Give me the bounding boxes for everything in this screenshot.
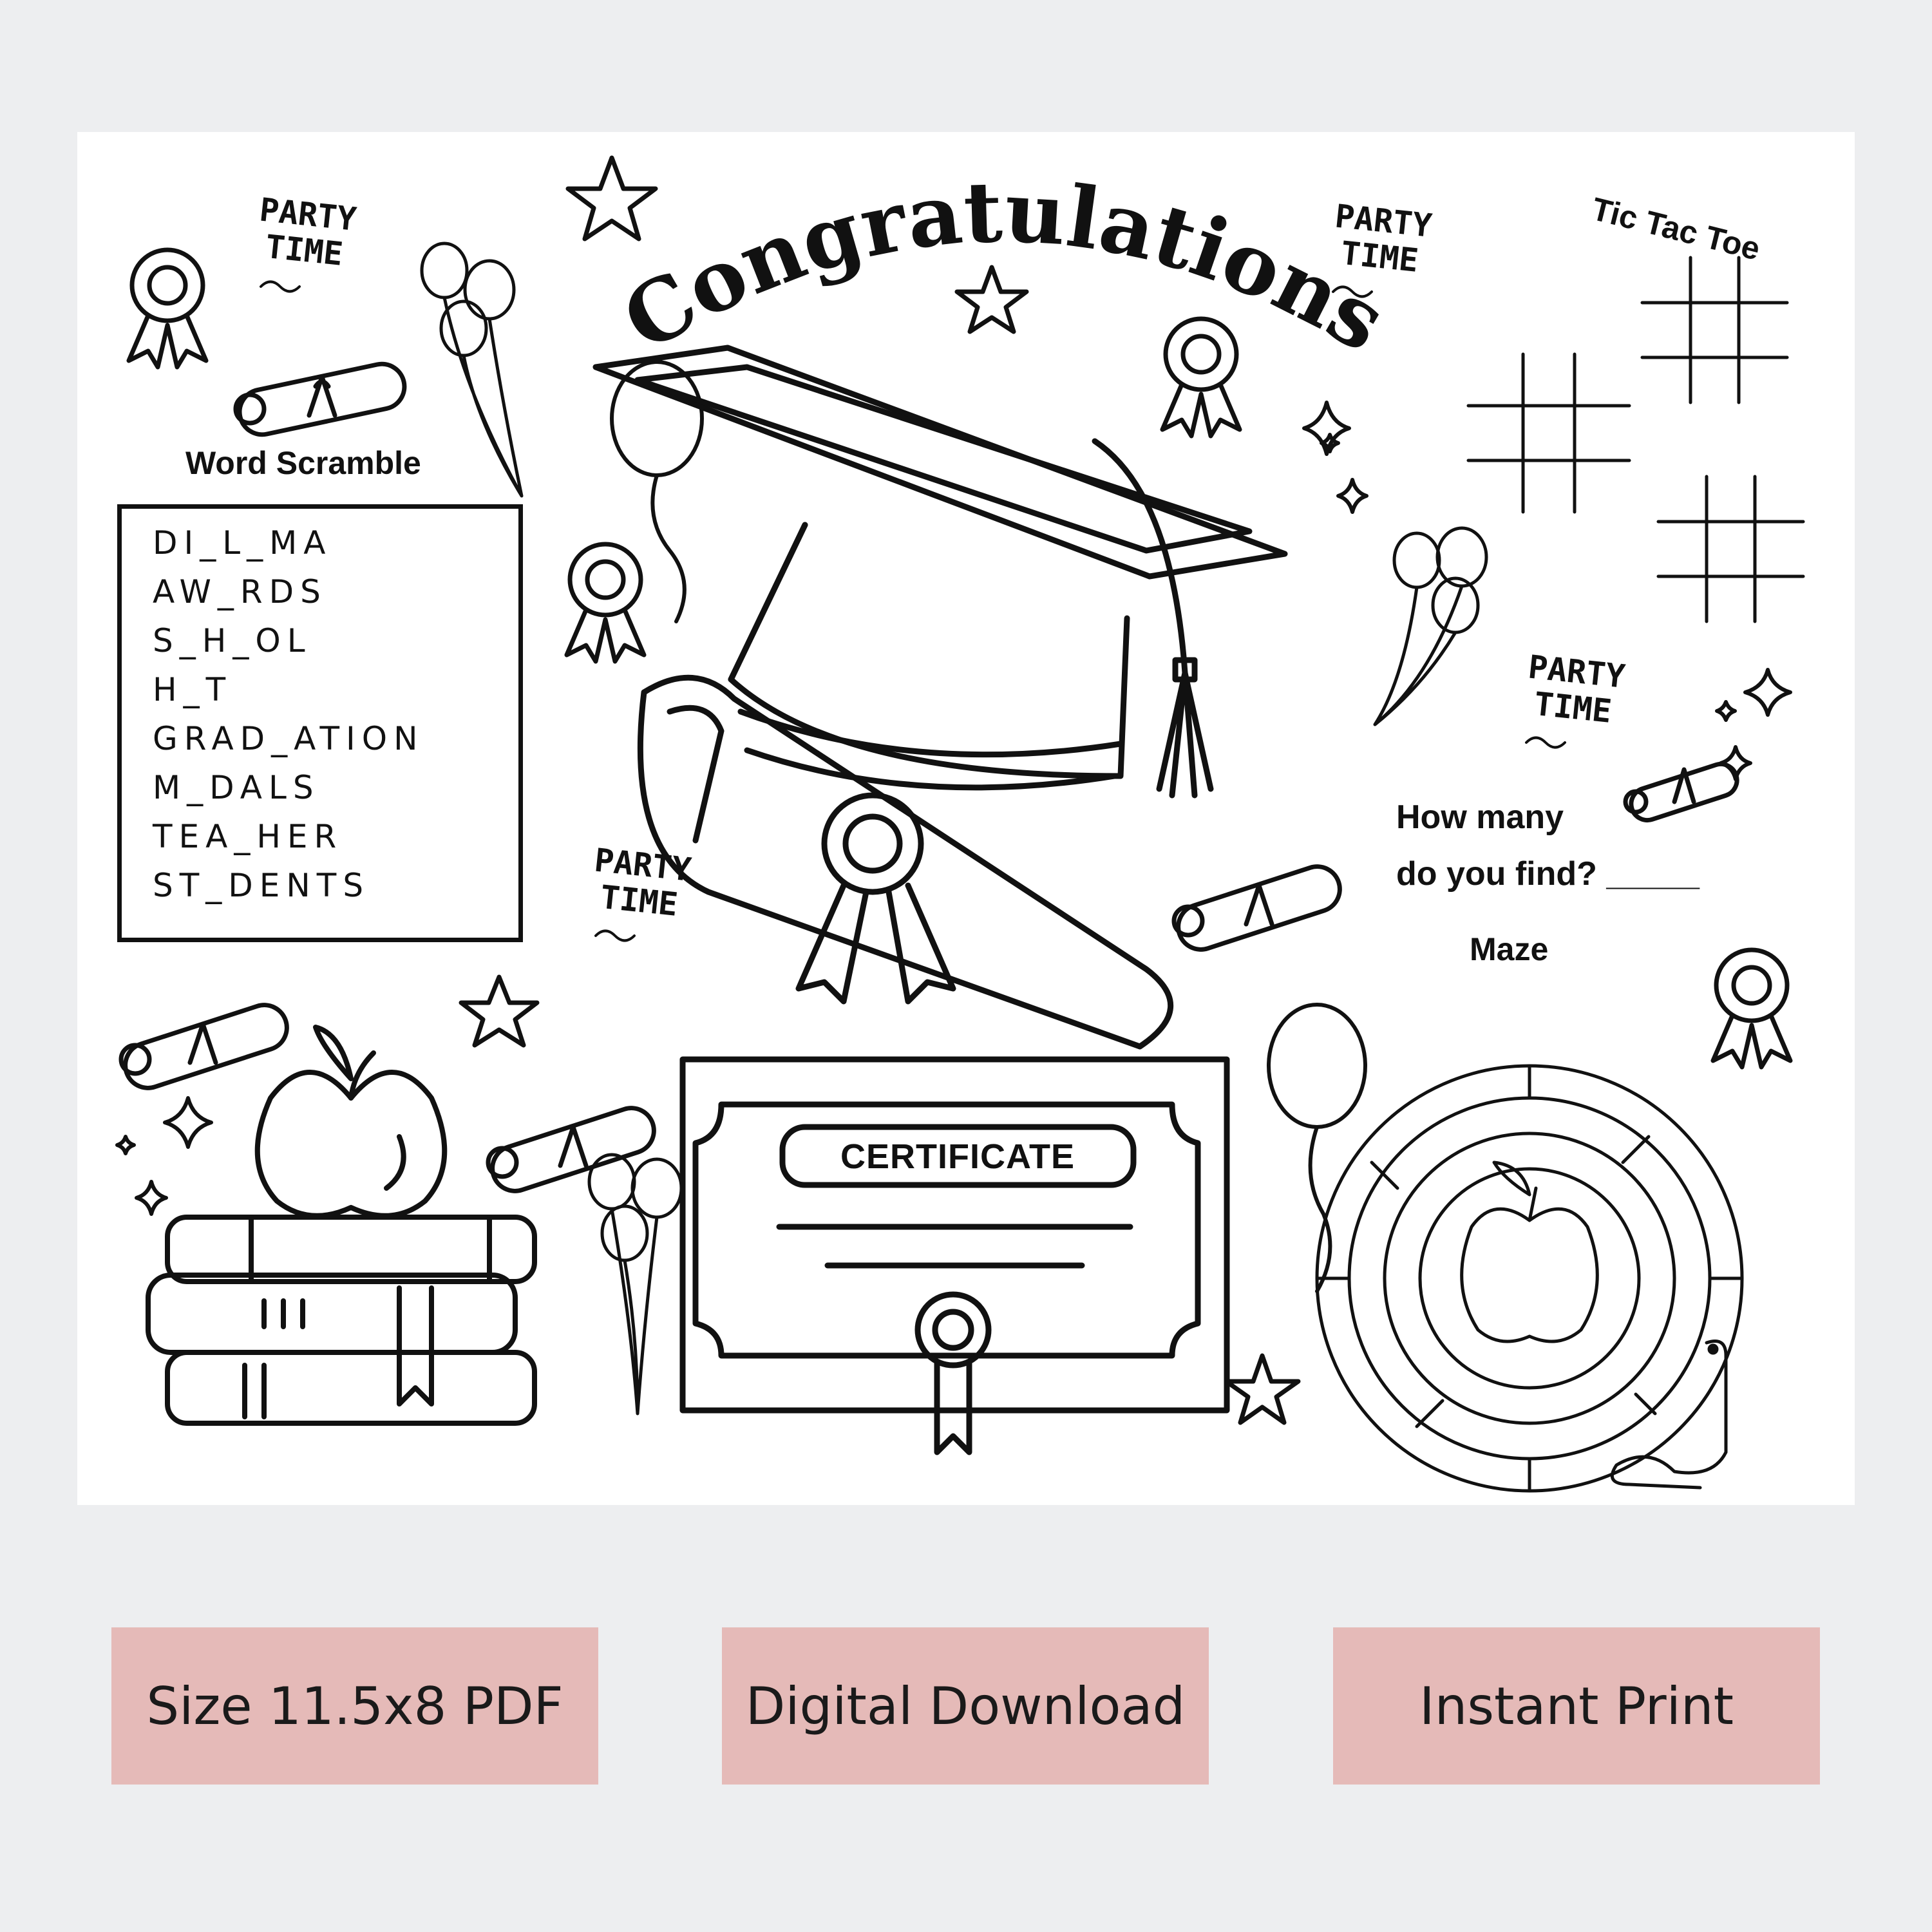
digital-download-badge: Digital Download (722, 1627, 1209, 1785)
balloon-icon (420, 242, 524, 498)
balloon-icon (610, 360, 704, 623)
scramble-word: DI_L_MA (153, 524, 332, 562)
party-swoosh (260, 280, 1566, 942)
party-time-sticker: PARTY TIME (589, 841, 693, 923)
scramble-word: GRAD_ATION (153, 720, 424, 757)
maze-heading: Maze (1470, 931, 1549, 967)
party-time-sticker: PARTY TIME (254, 191, 358, 273)
party-time-sticker: PARTY TIME (1523, 648, 1627, 730)
books-icon (146, 1215, 537, 1426)
page-title: Congratulations (607, 162, 1402, 371)
find-count-line2: do you find? _____ (1396, 855, 1700, 893)
find-count-line1: How many (1396, 799, 1564, 836)
scramble-word: S_H_OL (153, 622, 312, 659)
diploma-scroll-icon (637, 674, 1173, 1050)
word-scramble-heading: Word Scramble (185, 445, 421, 481)
diploma-scroll-icon (118, 1003, 289, 1090)
scramble-word: H_T (153, 671, 232, 708)
ribbon-award-icon (1160, 316, 1242, 439)
word-scramble-box: DI_L_MA AW_RDS S_H_OL H_T GRAD_ATION M_D… (117, 504, 523, 942)
apple-icon (1460, 1160, 1599, 1343)
scramble-word: TEA_HER (153, 818, 343, 855)
worm-icon (1610, 1340, 1728, 1490)
star-icon (1224, 1353, 1301, 1425)
maze (1315, 1064, 1744, 1493)
party-time-sticker: PARTY TIME (1330, 197, 1434, 279)
diploma-scroll-icon (1623, 761, 1739, 823)
scramble-word: M_DALS (153, 769, 320, 806)
diploma-scroll-icon (233, 361, 407, 437)
illustrations (115, 155, 1805, 1493)
star-icon (954, 265, 1029, 334)
balloon-icon (587, 1153, 683, 1416)
scramble-word: ST_DENTS (153, 867, 370, 904)
certificate-heading: CERTIFICATE (840, 1137, 1075, 1176)
ribbon-award-icon (564, 542, 647, 664)
ribbon-award-icon (1710, 947, 1793, 1070)
diploma-scroll-icon (1171, 864, 1342, 952)
star-icon (565, 155, 658, 242)
ribbon-award-icon (126, 247, 209, 370)
star-icon (459, 974, 540, 1048)
balloon-icon (1373, 526, 1488, 726)
graduation-cap-icon (592, 345, 1288, 799)
balloon-icon (1267, 1003, 1367, 1293)
coloring-sheet: Congratulations (77, 132, 1855, 1505)
sparkle-icon (115, 401, 1792, 1216)
certificate-frame (679, 1056, 1230, 1455)
size-badge: Size 11.5x8 PDF (111, 1627, 598, 1785)
apple-icon (254, 1025, 448, 1218)
instant-print-badge: Instant Print (1333, 1627, 1820, 1785)
tic-tac-toe-grid (1466, 256, 1805, 623)
find-count-question: How many do you find? _____ (1396, 789, 1700, 902)
diploma-scroll-icon (486, 1106, 656, 1193)
scramble-word: AW_RDS (153, 573, 327, 611)
